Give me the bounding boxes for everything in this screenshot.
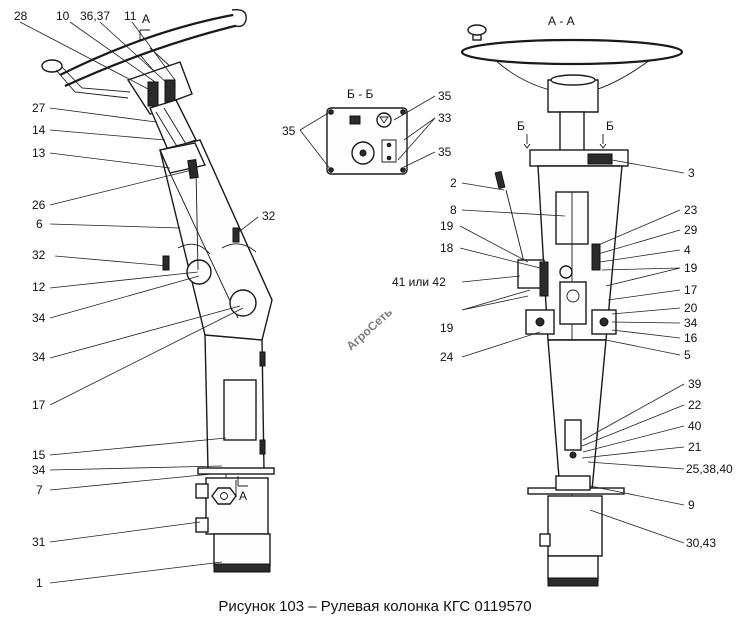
callout-10: 10 xyxy=(56,9,70,23)
steering-wheel-left xyxy=(41,9,247,99)
lower-housing-right xyxy=(527,339,625,495)
callout-23: 23 xyxy=(684,203,698,217)
callout-40: 40 xyxy=(688,419,702,433)
callout-25-38-40: 25,38,40 xyxy=(686,462,733,476)
callout-30-43: 30,43 xyxy=(686,536,716,550)
callout-11: 11 xyxy=(124,9,137,23)
callout-14: 14 xyxy=(32,123,46,137)
callout-5: 5 xyxy=(684,348,691,362)
callout-19-right: 19 xyxy=(684,261,698,275)
section-labels: А - А Б - Б А А Б Б xyxy=(142,12,614,503)
callout-17-right: 17 xyxy=(684,283,698,297)
callout-35-left: 35 xyxy=(282,124,296,138)
callout-21: 21 xyxy=(688,440,702,454)
callout-3: 3 xyxy=(688,166,695,180)
callout-22: 22 xyxy=(688,398,702,412)
callout-28: 28 xyxy=(14,9,28,23)
callout-32-right: 32 xyxy=(262,209,276,223)
callout-16: 16 xyxy=(684,331,698,345)
left-side-view xyxy=(41,9,275,573)
callout-2: 2 xyxy=(450,176,457,190)
callout-6: 6 xyxy=(36,217,43,231)
callout-35-top: 35 xyxy=(438,89,452,103)
callout-29: 29 xyxy=(684,223,698,237)
watermark: АгроСеть xyxy=(344,305,396,353)
callout-4: 4 xyxy=(684,243,691,257)
right-view-callouts: 3 2 8 23 29 19 18 4 19 41 или 42 17 20 3… xyxy=(392,166,733,550)
callout-15: 15 xyxy=(32,448,46,462)
section-bb-view xyxy=(326,107,408,175)
steering-wheel-right xyxy=(460,24,684,113)
callout-35-bottom: 35 xyxy=(438,145,452,159)
figure-caption: Рисунок 103 – Рулевая колонка КГС 011957… xyxy=(218,598,532,615)
callout-41-or-42: 41 или 42 xyxy=(392,275,446,289)
callout-34-right: 34 xyxy=(684,316,698,330)
callout-19-lower: 19 xyxy=(440,321,454,335)
callout-26: 26 xyxy=(32,198,46,212)
section-a-marker-bottom: А xyxy=(239,489,247,503)
steering-head-left xyxy=(126,61,197,151)
section-b-marker-right: Б xyxy=(606,119,614,133)
callout-7: 7 xyxy=(36,483,43,497)
callout-33: 33 xyxy=(438,111,452,125)
callout-13: 13 xyxy=(32,146,46,160)
callout-1: 1 xyxy=(36,576,43,590)
section-aa-title: А - А xyxy=(548,14,575,28)
section-bb-title: Б - Б xyxy=(347,87,374,101)
callout-32-left: 32 xyxy=(32,248,46,262)
callout-34-lower: 34 xyxy=(32,463,46,477)
callout-9: 9 xyxy=(688,498,695,512)
lower-housing-left xyxy=(197,334,275,487)
bb-view-callouts: 35 35 33 35 xyxy=(282,89,452,159)
callout-19-upper: 19 xyxy=(440,219,454,233)
section-b-marker-left: Б xyxy=(517,119,525,133)
callout-8: 8 xyxy=(450,203,457,217)
callout-24: 24 xyxy=(440,350,454,364)
upper-housing-right xyxy=(494,149,629,500)
hydraulic-unit-left xyxy=(195,477,271,573)
callout-17-left: 17 xyxy=(32,398,46,412)
callout-34-upper: 34 xyxy=(32,311,46,325)
section-a-marker-top: А xyxy=(142,12,150,26)
callout-27: 27 xyxy=(32,101,46,115)
hydraulic-unit-right xyxy=(539,495,603,587)
callout-18: 18 xyxy=(440,241,454,255)
leader-lines xyxy=(19,21,685,584)
callout-39: 39 xyxy=(688,377,702,391)
section-aa-view xyxy=(460,24,684,587)
callout-12: 12 xyxy=(32,280,46,294)
callout-20: 20 xyxy=(684,301,698,315)
callout-31: 31 xyxy=(32,535,46,549)
column-housing-left xyxy=(159,139,273,363)
left-view-callouts: 28 10 36,37 11 27 14 13 26 6 32 32 12 34… xyxy=(14,9,276,590)
callout-36-37: 36,37 xyxy=(80,9,110,23)
callout-34-middle: 34 xyxy=(32,350,46,364)
